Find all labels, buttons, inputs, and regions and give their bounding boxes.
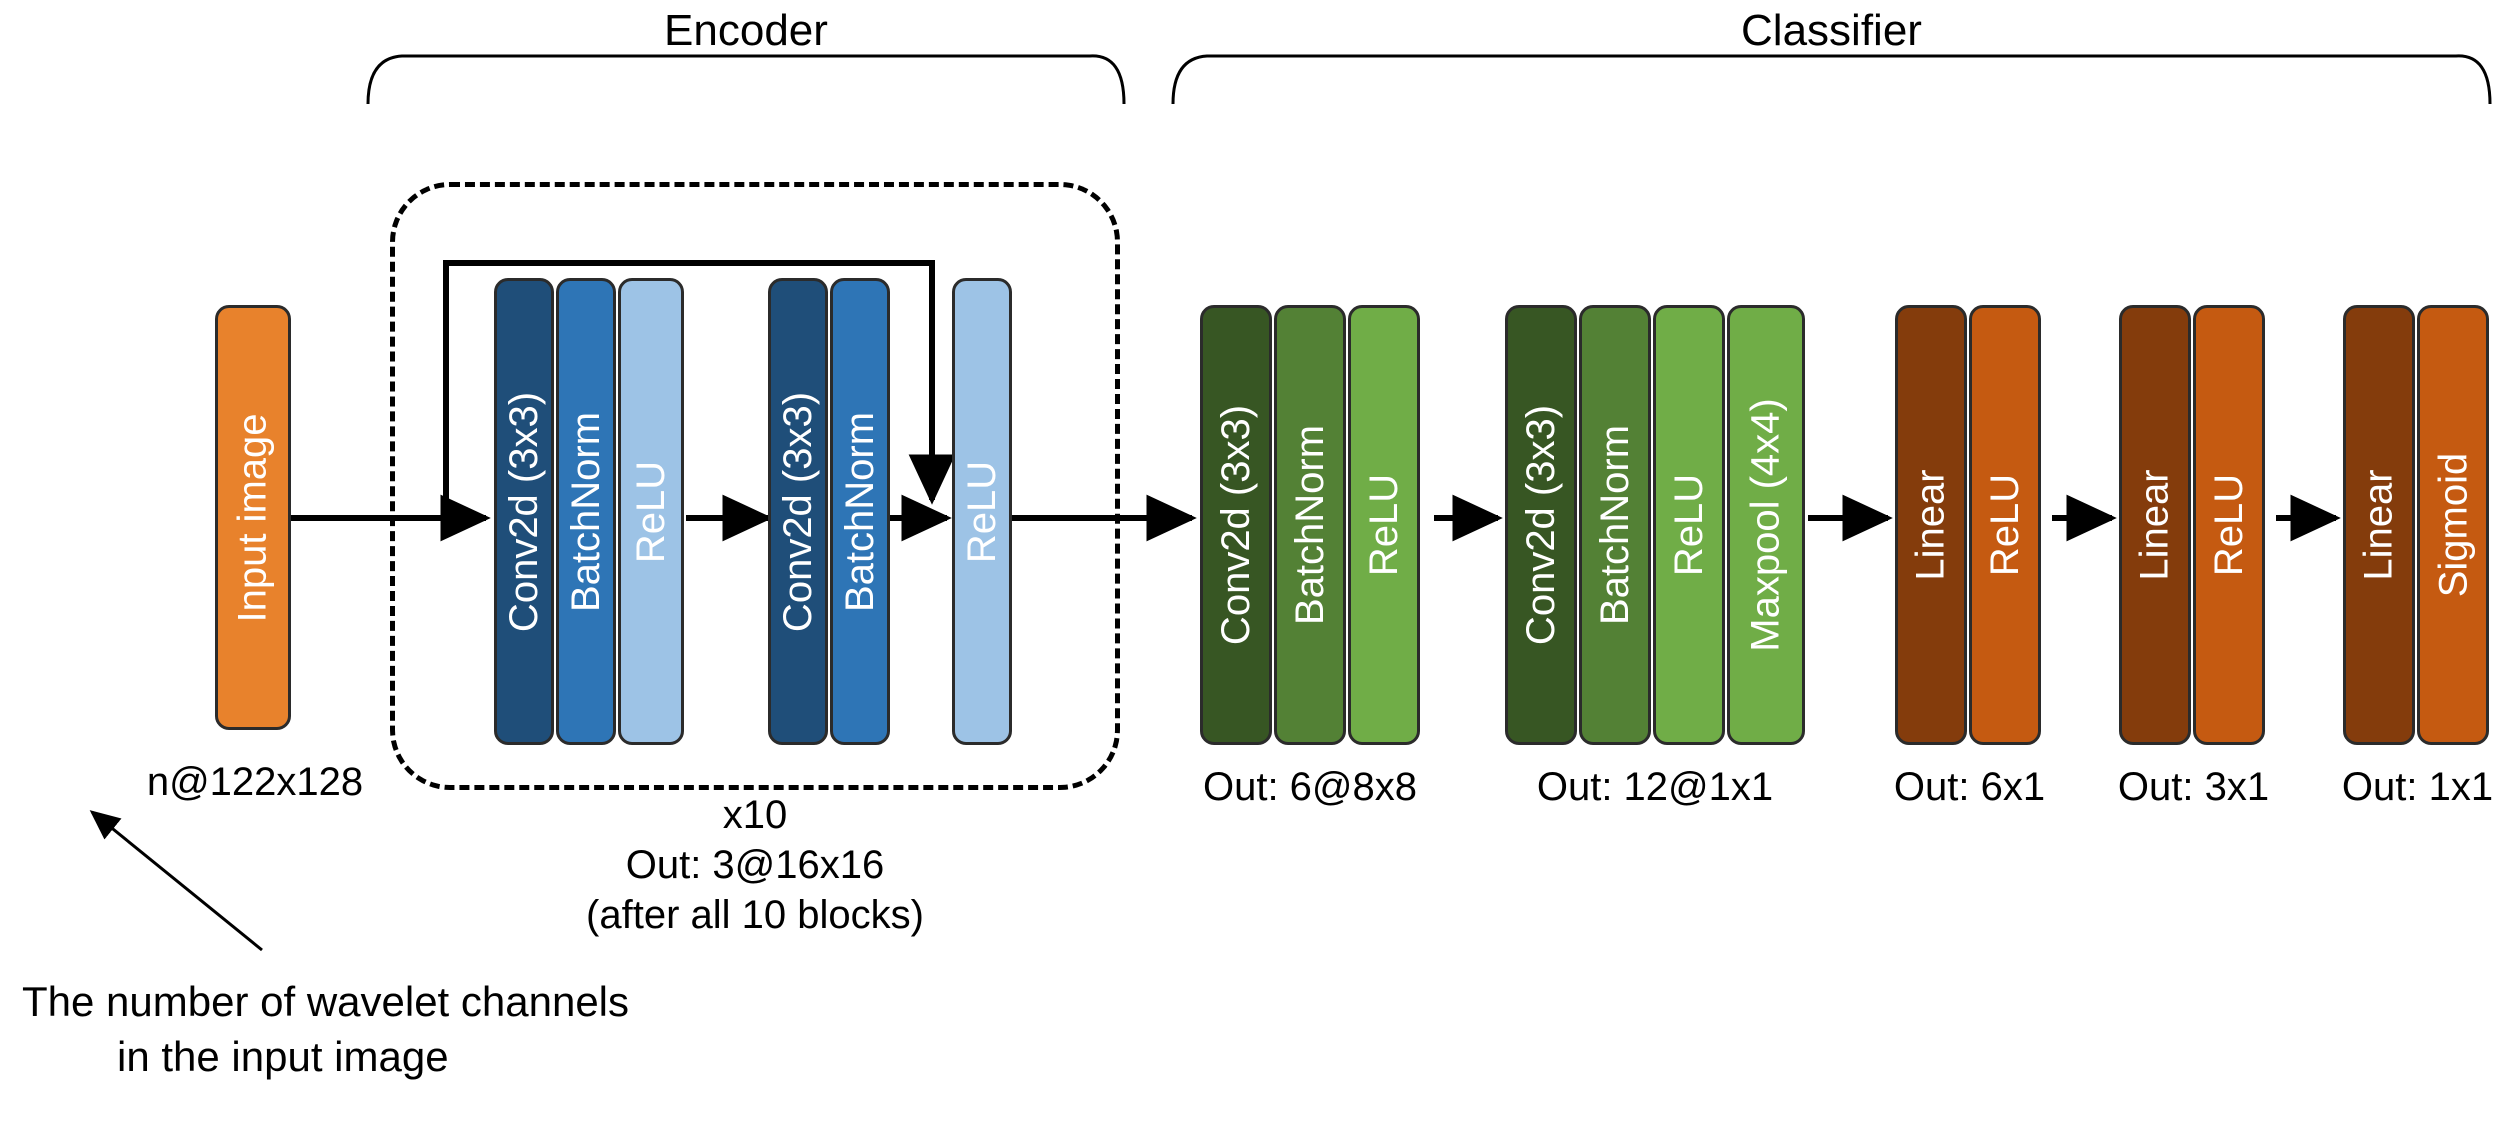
caption-linear-group-2: Out: 3x1 [2117,765,2270,809]
block-classifier-relu-1[interactable]: ReLU [1348,305,1420,745]
caption-linear-group-3: Out: 1x1 [2341,765,2494,809]
block-linear-1[interactable]: Linear [1895,305,1967,745]
block-linear-2[interactable]: Linear [2119,305,2191,745]
annotation-line-1: The number of wavelet channels [22,978,630,1025]
annotation-leader-arrow [89,810,263,952]
block-label: Conv2d (3x3) [1214,404,1258,646]
classifier-brace [1171,54,2492,105]
block-label: Linear [1909,469,1954,581]
block-sigmoid[interactable]: Sigmoid [2417,305,2489,745]
block-label: Sigmoid [2431,452,2476,598]
encoder-repeat-dashed-box [390,182,1120,790]
caption-linear-group-1: Out: 6x1 [1893,765,2046,809]
block-label: ReLU [2207,473,2252,577]
block-encoder-conv2d-2[interactable]: Conv2d (3x3) [768,278,828,745]
block-label: ReLU [629,460,674,563]
block-label: Conv2d (3x3) [776,391,820,632]
block-label: ReLU [1362,473,1407,577]
block-input-image[interactable]: Input image [215,305,291,730]
block-encoder-relu-2[interactable]: ReLU [952,278,1012,745]
encoder-after-blocks-note: (after all 10 blocks) [586,893,924,937]
caption-conv-group-2: Out: 12@1x1 [1536,765,1774,809]
block-label: Conv2d (3x3) [502,391,546,632]
block-encoder-conv2d-1[interactable]: Conv2d (3x3) [494,278,554,745]
annotation-wavelet-channels: The number of wavelet channels in the in… [22,975,629,1084]
block-encoder-batchnorm-1[interactable]: BatchNorm [556,278,616,745]
encoder-repeat-label: x10 [722,793,788,837]
block-classifier-maxpool[interactable]: Maxpool (4x4) [1727,305,1805,745]
block-classifier-conv2d-2[interactable]: Conv2d (3x3) [1505,305,1577,745]
encoder-section-title: Encoder [664,6,828,55]
block-label: Input image [231,412,275,623]
input-image-caption: n@122x128 [146,760,364,804]
block-label: Linear [2133,469,2178,581]
block-label: BatchNorm [1288,424,1332,626]
block-label: Conv2d (3x3) [1519,404,1563,646]
block-linear-1-relu[interactable]: ReLU [1969,305,2041,745]
block-label: ReLU [1667,473,1712,577]
encoder-repeat-caption: x10 Out: 3@16x16 (after all 10 blocks) [505,790,1005,940]
encoder-brace [366,54,1126,105]
block-classifier-batchnorm-1[interactable]: BatchNorm [1274,305,1346,745]
block-encoder-batchnorm-2[interactable]: BatchNorm [830,278,890,745]
block-label: BatchNorm [1593,424,1637,626]
block-label: Maxpool (4x4) [1744,398,1788,652]
block-label: Linear [2357,469,2402,581]
block-encoder-relu-1[interactable]: ReLU [618,278,684,745]
caption-conv-group-1: Out: 6@8x8 [1202,765,1418,809]
block-linear-2-relu[interactable]: ReLU [2193,305,2265,745]
block-classifier-batchnorm-2[interactable]: BatchNorm [1579,305,1651,745]
annotation-line-2: in the input image [117,1032,449,1080]
classifier-section-title: Classifier [1741,6,1922,55]
block-linear-3[interactable]: Linear [2343,305,2415,745]
block-label: ReLU [1983,473,2028,577]
block-label: BatchNorm [838,411,882,612]
encoder-out-label: Out: 3@16x16 [625,843,885,887]
block-classifier-conv2d-1[interactable]: Conv2d (3x3) [1200,305,1272,745]
block-classifier-relu-2[interactable]: ReLU [1653,305,1725,745]
block-label: ReLU [960,460,1005,563]
block-label: BatchNorm [564,411,608,612]
